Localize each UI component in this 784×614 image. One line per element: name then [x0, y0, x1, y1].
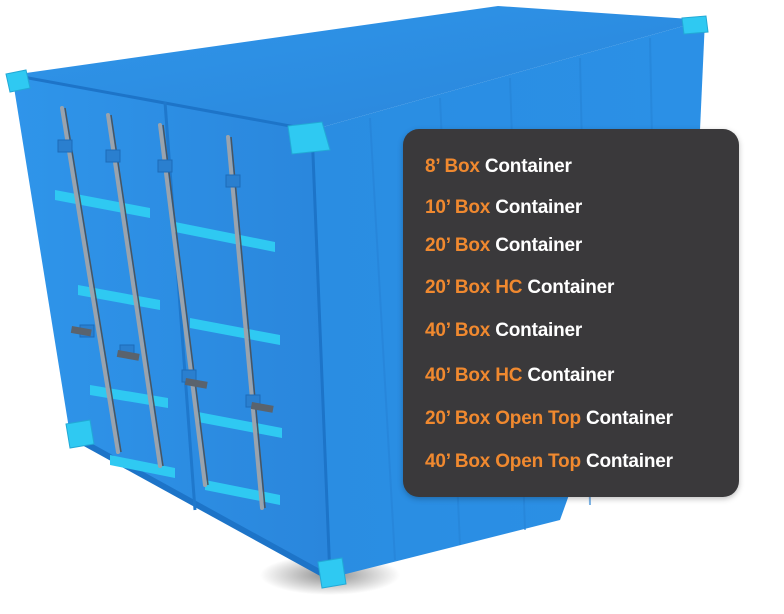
locking-bar-shadows: [64, 107, 266, 509]
container-roof: [12, 6, 705, 130]
container-suffix-label: Container: [495, 320, 583, 341]
container-suffix-label: Container: [527, 277, 615, 298]
locking-bars: [60, 106, 264, 510]
container-type-item: 10’ Box Container: [425, 196, 582, 220]
container-suffix-label: Container: [585, 451, 673, 472]
container-type-item: 40’ Box HC Container: [425, 364, 614, 388]
container-type-item: 40’ Box Container: [425, 319, 582, 343]
container-size-label: 10’ Box: [425, 197, 491, 218]
container-size-label: 40’ Box: [425, 320, 491, 341]
container-size-label: 20’ Box: [425, 235, 491, 256]
container-size-label: 40’ Box Open Top: [425, 451, 581, 472]
container-suffix-label: Container: [495, 235, 583, 256]
container-suffix-label: Container: [495, 197, 583, 218]
container-suffix-label: Container: [585, 408, 673, 429]
corner-castings: [5, 15, 709, 589]
container-size-label: 40’ Box HC: [425, 365, 523, 386]
container-size-label: 20’ Box Open Top: [425, 408, 581, 429]
door-handles: [70, 325, 274, 413]
container-size-label: 20’ Box HC: [425, 277, 523, 298]
container-size-label: 8’ Box: [425, 156, 480, 177]
container-type-item: 20’ Box HC Container: [425, 276, 614, 300]
container-type-item: 20’ Box Container: [425, 234, 582, 258]
container-suffix-label: Container: [527, 365, 615, 386]
container-type-item: 20’ Box Open Top Container: [425, 407, 673, 431]
container-type-item: 40’ Box Open Top Container: [425, 450, 673, 474]
container-suffix-label: Container: [484, 156, 572, 177]
container-types-panel: 8’ Box Container 10’ Box Container 20’ B…: [403, 129, 739, 497]
container-type-item: 8’ Box Container: [425, 155, 572, 179]
